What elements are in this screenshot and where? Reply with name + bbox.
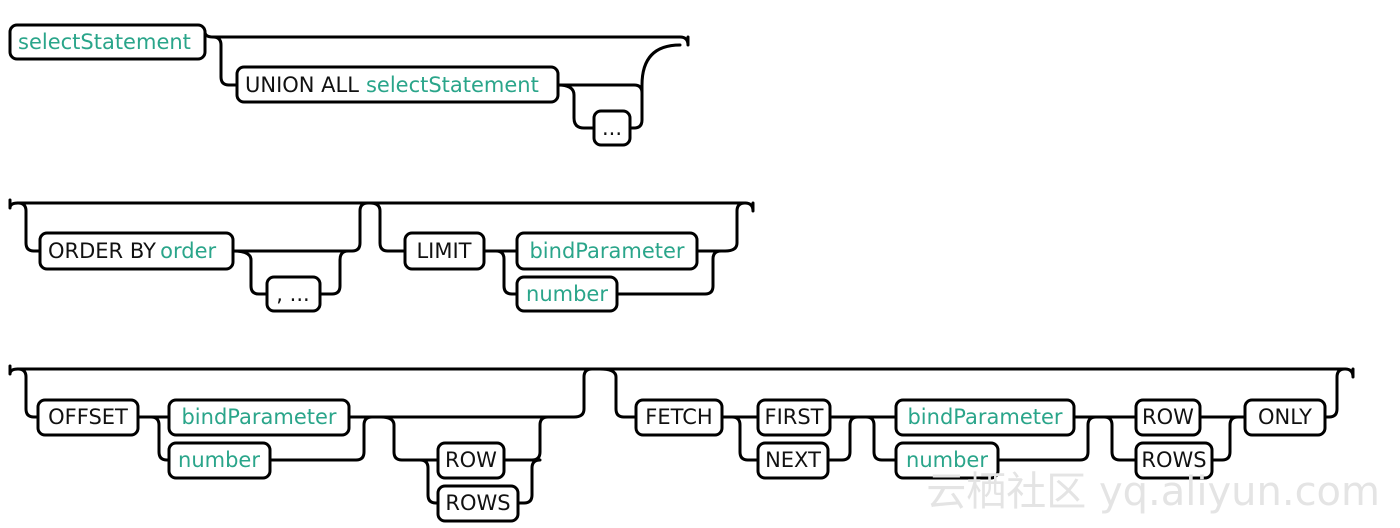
select-statement-terminal: selectStatement xyxy=(8,23,207,61)
watermark: 云栖社区 yq.aliyun.com xyxy=(926,469,1380,515)
svg-text:, ...: , ... xyxy=(276,282,309,306)
only-terminal: ONLY xyxy=(1243,398,1327,437)
offset-row-terminal: ROW xyxy=(436,441,506,480)
next-terminal: NEXT xyxy=(756,441,830,480)
svg-text:OFFSET: OFFSET xyxy=(48,405,128,429)
offset-bind-parameter-terminal: bindParameter xyxy=(167,398,351,437)
fetch-bind-parameter-terminal: bindParameter xyxy=(894,398,1076,437)
svg-text:FETCH: FETCH xyxy=(645,405,712,429)
union-repeat-terminal: ... xyxy=(592,109,632,147)
order-repeat-terminal: , ... xyxy=(265,275,322,313)
fetch-rows-terminal: ROWS xyxy=(1134,441,1214,480)
limit-bind-parameter-terminal: bindParameter xyxy=(515,231,699,271)
offset-number-terminal: number xyxy=(167,441,272,480)
svg-text:ROW: ROW xyxy=(1142,405,1194,429)
svg-text:number: number xyxy=(526,282,608,306)
fetch-terminal: FETCH xyxy=(634,398,724,437)
svg-text:FIRST: FIRST xyxy=(764,405,823,429)
svg-text:NEXT: NEXT xyxy=(765,448,821,472)
svg-text:bindParameter: bindParameter xyxy=(907,405,1062,429)
svg-text:LIMIT: LIMIT xyxy=(416,239,471,263)
svg-text:ROWS: ROWS xyxy=(445,491,510,515)
row2-rails xyxy=(8,198,755,296)
first-terminal: FIRST xyxy=(756,398,832,437)
svg-text:number: number xyxy=(906,448,988,472)
offset-terminal: OFFSET xyxy=(36,398,140,437)
svg-text:selectStatement: selectStatement xyxy=(18,30,191,54)
svg-text:ROW: ROW xyxy=(445,448,497,472)
svg-text:bindParameter: bindParameter xyxy=(529,239,684,263)
row3-rails xyxy=(8,364,1355,505)
svg-text:ONLY: ONLY xyxy=(1258,405,1312,429)
limit-number-terminal: number xyxy=(515,275,619,313)
offset-rows-terminal: ROWS xyxy=(436,484,520,523)
svg-text:ROWS: ROWS xyxy=(1141,448,1206,472)
svg-text:number: number xyxy=(178,448,260,472)
svg-text:...: ... xyxy=(602,116,622,140)
limit-terminal: LIMIT xyxy=(403,231,486,271)
svg-text:bindParameter: bindParameter xyxy=(181,405,336,429)
fetch-row-terminal: ROW xyxy=(1134,398,1202,437)
fetch-number-terminal: number xyxy=(894,441,1000,480)
